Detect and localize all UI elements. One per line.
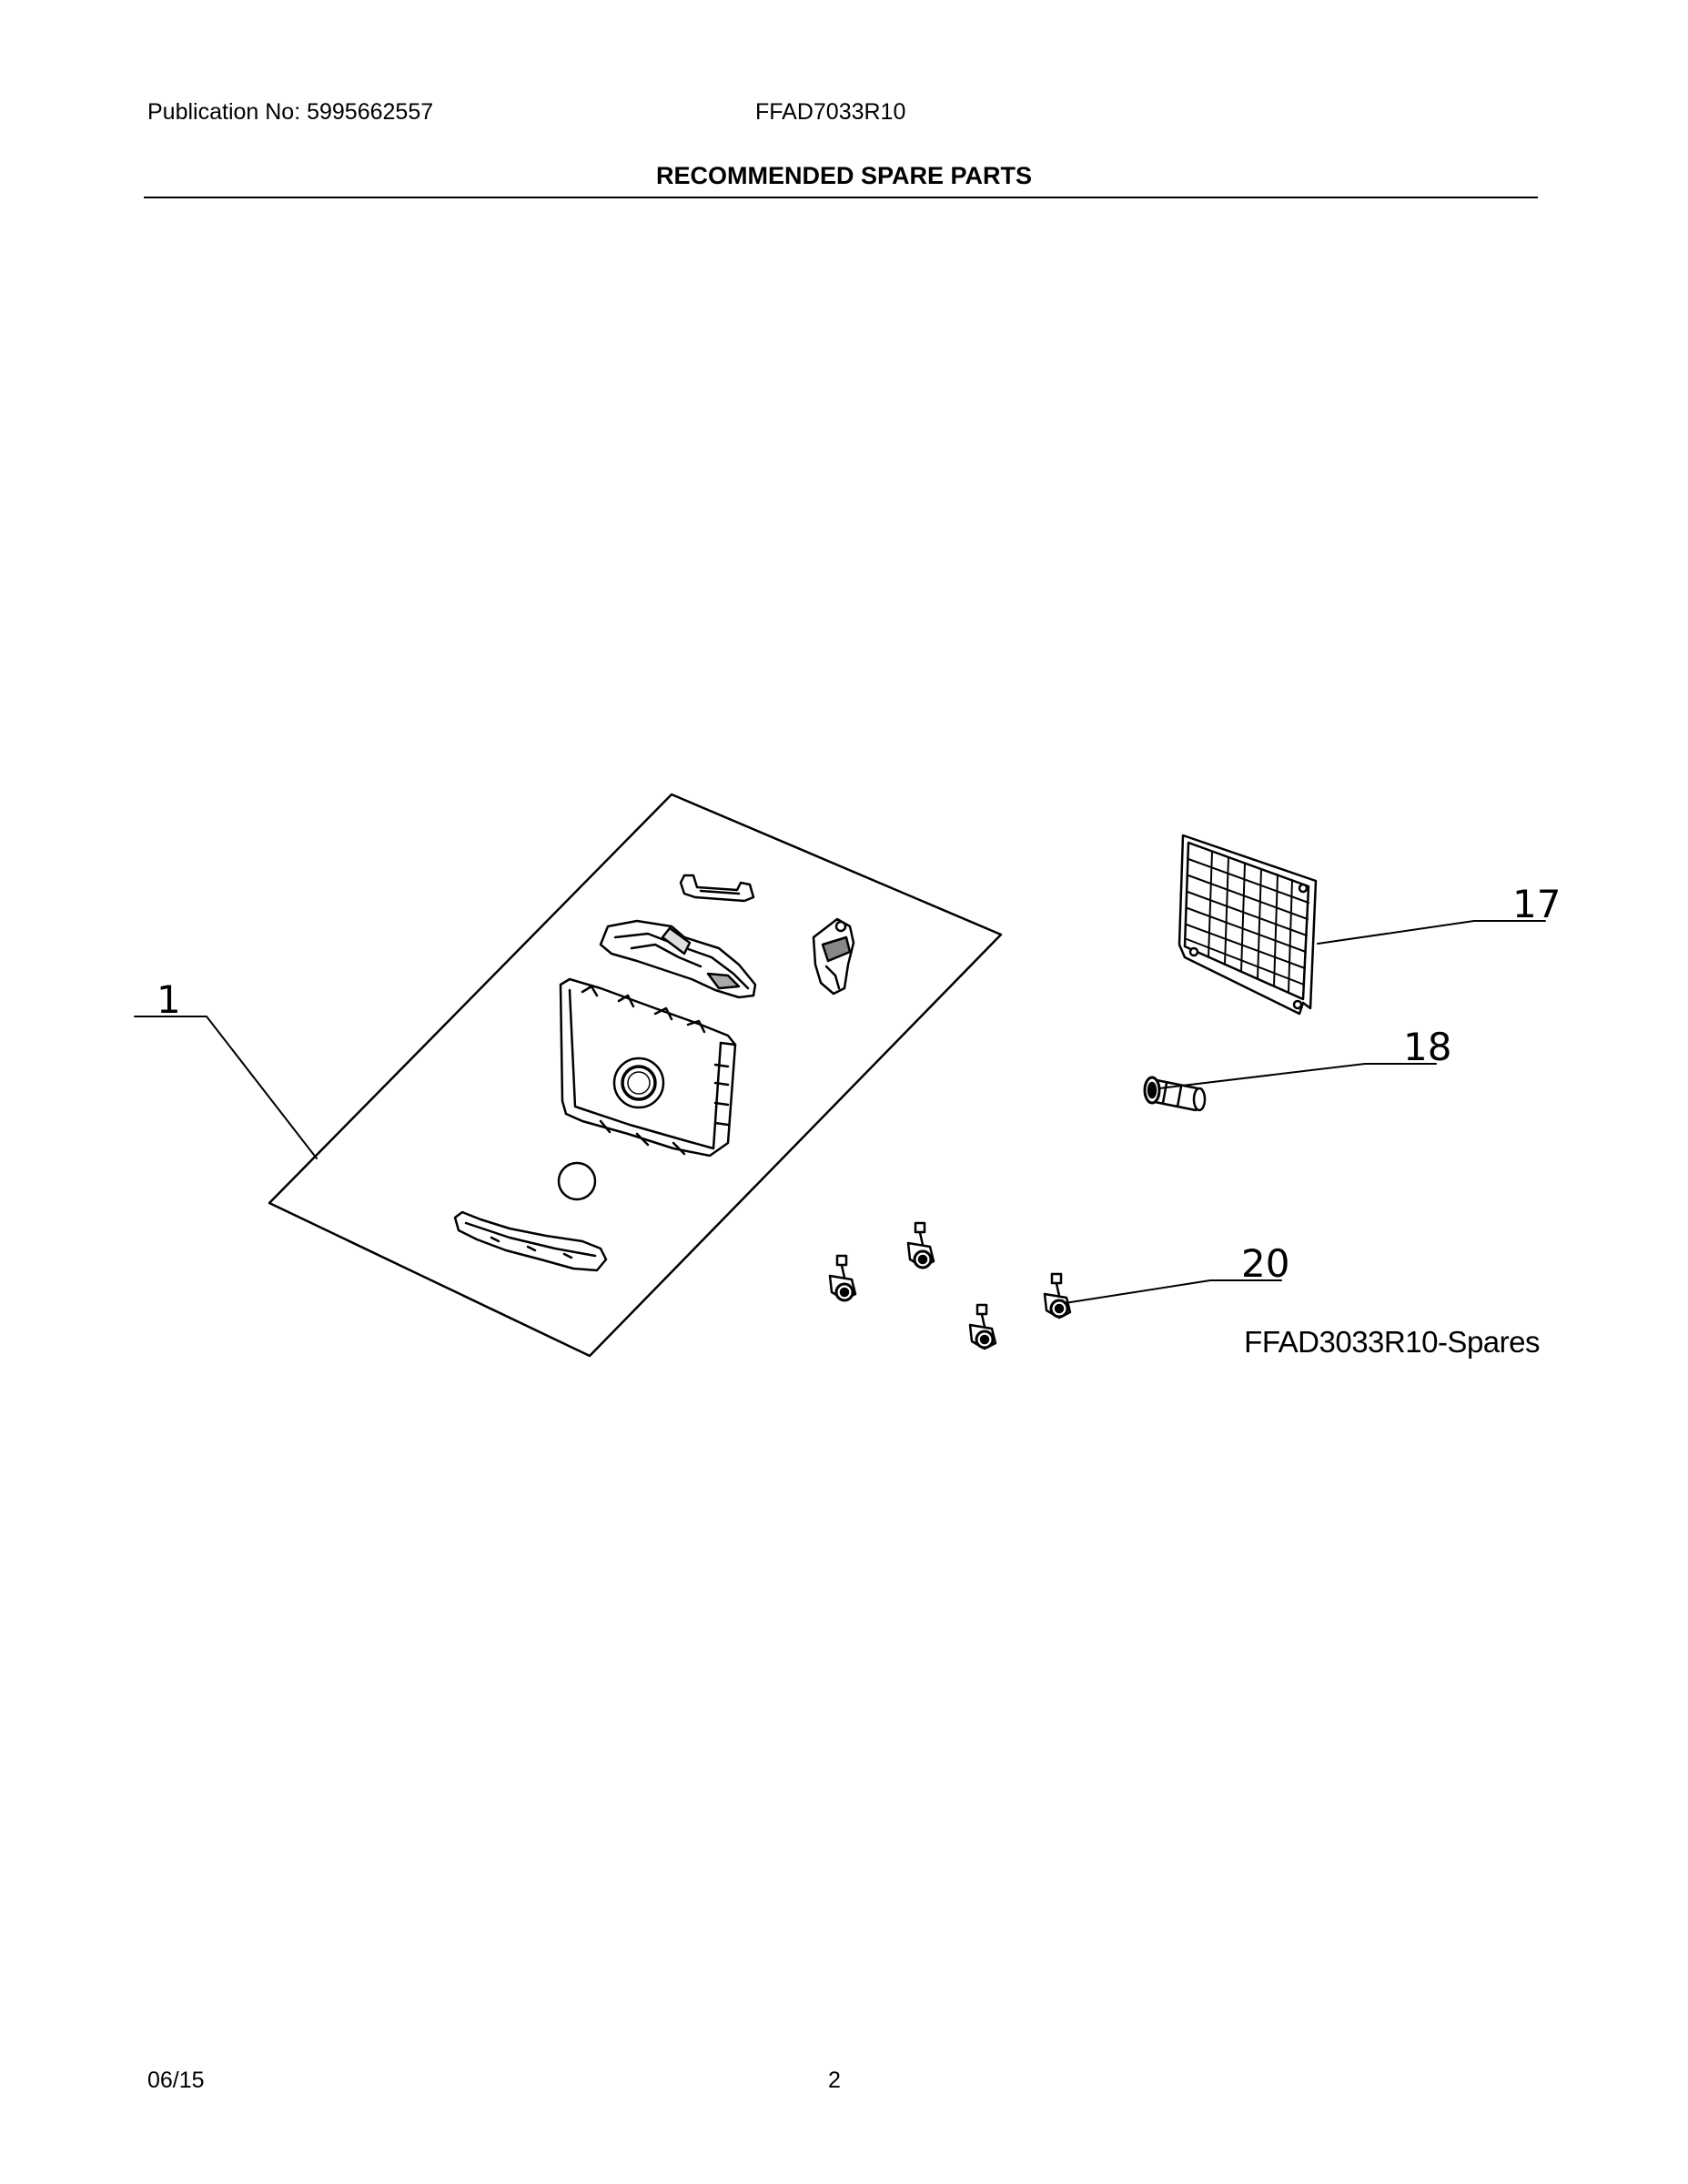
caster-wheel-2 [828, 1254, 857, 1302]
top-cover-part [599, 919, 757, 999]
caster-wheel-3 [1043, 1272, 1072, 1320]
publication-number: Publication No: 5995662557 [147, 99, 434, 125]
callout-1: 1 [157, 977, 181, 1022]
callout-18: 18 [1403, 1025, 1451, 1069]
page-number: 2 [828, 2068, 841, 2093]
model-number: FFAD7033R10 [755, 99, 906, 125]
section-title: RECOMMENDED SPARE PARTS [655, 162, 1033, 189]
footer-date: 06/15 [147, 2068, 205, 2093]
parts-bag-kit [268, 793, 1003, 1358]
caster-wheel-1 [906, 1221, 935, 1269]
callout-20: 20 [1241, 1241, 1289, 1286]
drain-hose-connector [1143, 1076, 1207, 1112]
leader-line-20 [1064, 1279, 1282, 1304]
air-filter-grille [1178, 834, 1318, 1016]
caster-wheels [828, 1221, 1072, 1350]
sheet-label: FFAD3033R10-Spares [1244, 1325, 1540, 1359]
leader-line-17 [1317, 920, 1546, 945]
header-rule [144, 197, 1538, 198]
callout-17: 17 [1512, 882, 1561, 926]
front-housing-part [559, 977, 737, 1158]
round-knob-part [557, 1161, 597, 1201]
leader-line-1 [134, 1016, 318, 1159]
caster-wheel-4 [968, 1303, 997, 1350]
corner-bracket-part [812, 917, 855, 996]
bottom-trim-part [453, 1210, 608, 1272]
handle-bracket-part [679, 874, 755, 903]
leader-line-18 [1158, 1063, 1437, 1089]
leader-lines [134, 920, 1546, 1304]
